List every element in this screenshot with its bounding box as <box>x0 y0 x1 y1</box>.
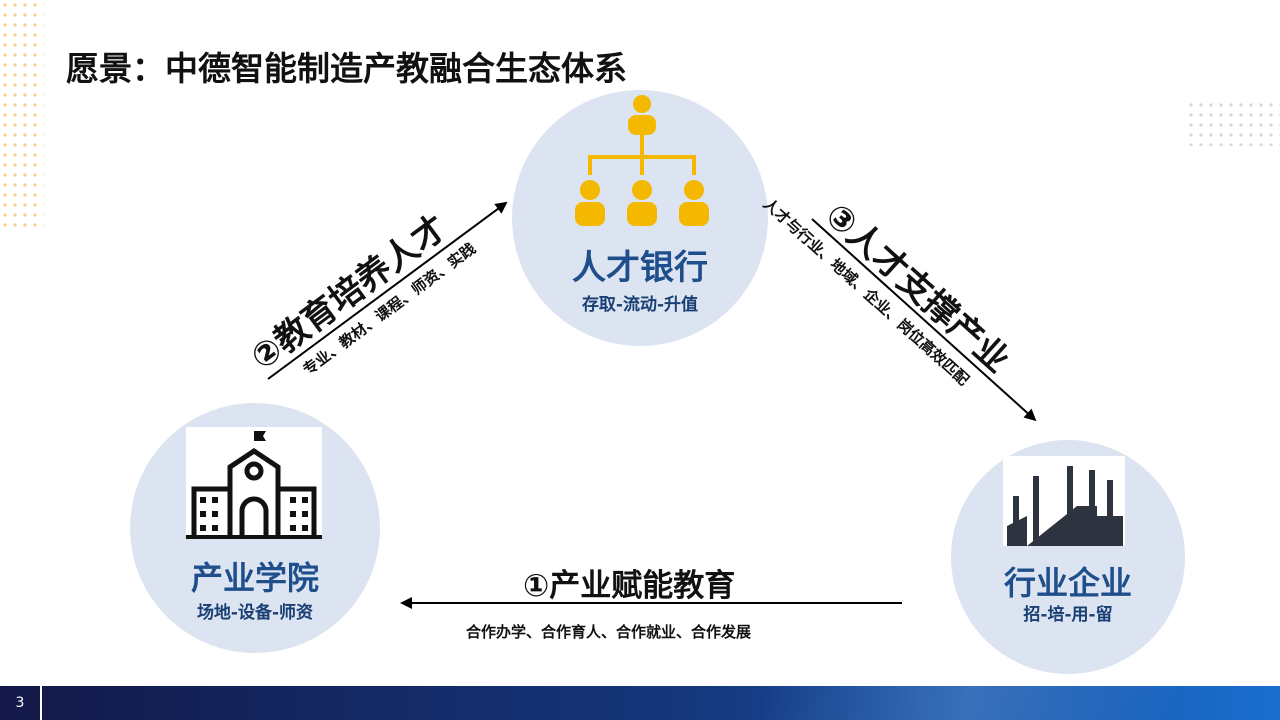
empower-link-title: ①产业赋能教育 <box>523 568 736 604</box>
factory-icon <box>1003 456 1125 546</box>
decorative-dots <box>0 0 44 232</box>
footer-decoration <box>760 686 1280 720</box>
talent-bank-node: 人才银行 存取-流动-升值 <box>512 90 768 346</box>
enterprise-title: 行业企业 <box>1003 564 1132 602</box>
industry-college-subtitle: 场地-设备-师资 <box>196 603 314 623</box>
talent-bank-subtitle: 存取-流动-升值 <box>581 295 699 315</box>
school-building-icon <box>186 427 322 539</box>
industry-college-title: 产业学院 <box>190 559 319 597</box>
arrow-icon <box>811 218 1036 421</box>
page-number: 3 <box>0 686 42 720</box>
page-title: 愿景：中德智能制造产教融合生态体系 <box>66 49 627 88</box>
empower-link-detail: 合作办学、合作育人、合作就业、合作发展 <box>466 623 752 641</box>
org-chart-people-icon <box>575 95 709 226</box>
industry-college-node: 产业学院 场地-设备-师资 <box>130 403 380 653</box>
enterprise-subtitle: 招-培-用-留 <box>1023 605 1113 625</box>
education-link: ②教育培养人才 专业、教材、课程、师资、实践 <box>244 202 507 380</box>
enterprise-node: 行业企业 招-培-用-留 <box>951 440 1185 674</box>
arrow-icon <box>400 597 902 609</box>
talent-bank-title: 人才银行 <box>572 248 708 288</box>
decorative-dots <box>1186 100 1280 146</box>
support-link: ③人才支撑产业 人才与行业、地域、企业、岗位高效匹配 <box>760 195 1036 421</box>
footer-bar: 3 <box>0 686 1280 720</box>
